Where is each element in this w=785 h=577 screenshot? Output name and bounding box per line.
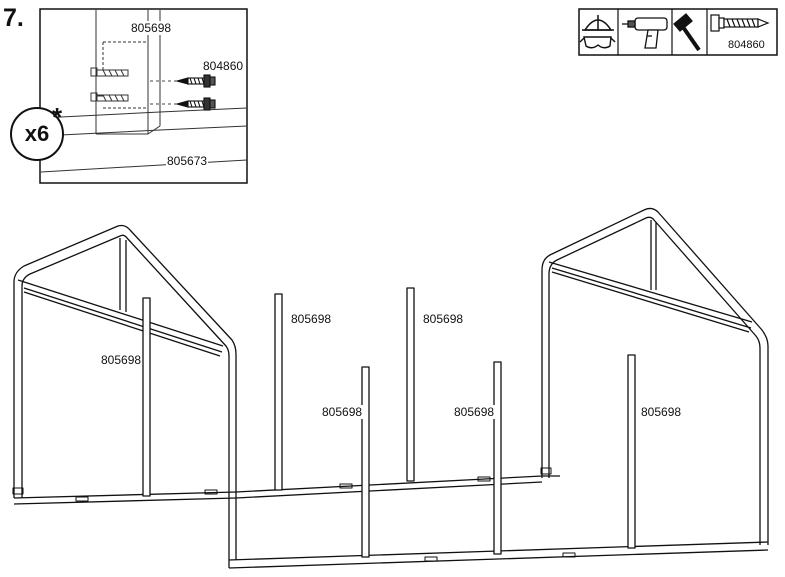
- mallet-icon: [673, 13, 701, 52]
- step-number: 7.: [3, 4, 24, 32]
- safety-glasses-icon: [579, 36, 616, 49]
- drill-icon: [622, 17, 668, 49]
- post-label: 805698: [321, 405, 364, 419]
- quantity-badge: x6: [10, 107, 64, 161]
- detail-inset: [39, 8, 248, 184]
- side-posts: [142, 287, 636, 558]
- screw-icon: [710, 14, 770, 32]
- tools-panel: [578, 8, 778, 56]
- tools-screw-part-label: 804860: [728, 39, 765, 51]
- detail-screw-part-label: 804860: [202, 59, 245, 73]
- right-gable: [541, 207, 769, 545]
- frame-brackets: [12, 467, 576, 562]
- left-gable: [13, 224, 237, 498]
- post-label: 805698: [640, 405, 683, 419]
- detail-post-part-label: 805698: [130, 21, 173, 35]
- detail-base-part-label: 805673: [166, 154, 209, 168]
- screw-icon: [174, 74, 216, 88]
- screw-icon: [174, 97, 216, 111]
- detail-installed-screws: [90, 67, 129, 102]
- frame-structure: [12, 207, 769, 569]
- quantity-multiplier: x6: [24, 121, 50, 146]
- post-label: 805698: [290, 312, 333, 326]
- post-label: 805698: [453, 405, 496, 419]
- post-label: 805698: [100, 353, 143, 367]
- front-corner-post: [228, 372, 237, 560]
- detail-guide-lines: [150, 80, 176, 105]
- quantity-asterisk: *: [52, 102, 63, 132]
- hard-hat-icon: [582, 15, 614, 31]
- rear-base-rail: [13, 475, 560, 505]
- post-label: 805698: [422, 312, 465, 326]
